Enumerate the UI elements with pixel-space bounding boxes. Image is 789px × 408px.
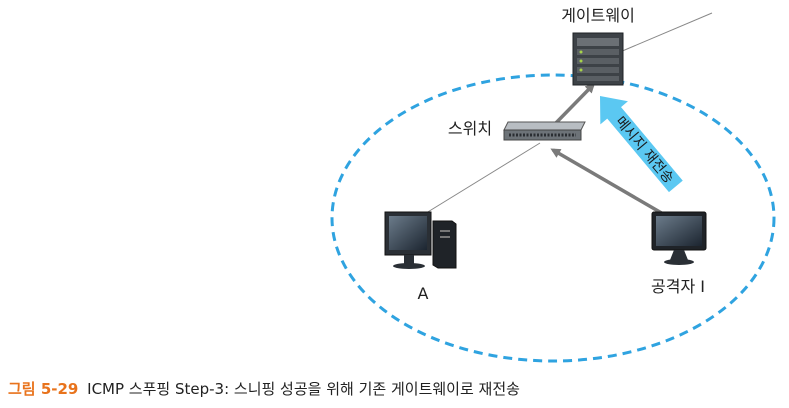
link-switch-a xyxy=(417,142,541,219)
monitor-computer-icon xyxy=(651,211,707,265)
arrow-switch-to-gateway xyxy=(550,82,596,129)
figure-caption: 그림 5-29 ICMP 스푸핑 Step-3: 스니핑 성공을 위해 기존 게… xyxy=(8,378,520,399)
switch-label: 스위치 xyxy=(448,119,492,138)
network-switch-icon xyxy=(503,121,586,141)
network-boundary xyxy=(330,73,776,363)
host-a-label: A xyxy=(418,284,429,303)
resend-arrow: 메시지 재전송 xyxy=(600,96,683,193)
gateway-router-icon xyxy=(572,32,624,86)
resend-arrow-label: 메시지 재전송 xyxy=(612,114,677,187)
uplink-line xyxy=(619,12,713,53)
gateway-label: 게이트웨이 xyxy=(561,6,635,25)
arrow-attacker-to-switch xyxy=(550,148,666,217)
figure-number: 그림 5-29 xyxy=(8,380,79,398)
desktop-computer-icon xyxy=(384,211,457,269)
attacker-label: 공격자 I xyxy=(651,277,705,296)
figure-caption-text: ICMP 스푸핑 Step-3: 스니핑 성공을 위해 기존 게이트웨이로 재전… xyxy=(87,380,520,398)
